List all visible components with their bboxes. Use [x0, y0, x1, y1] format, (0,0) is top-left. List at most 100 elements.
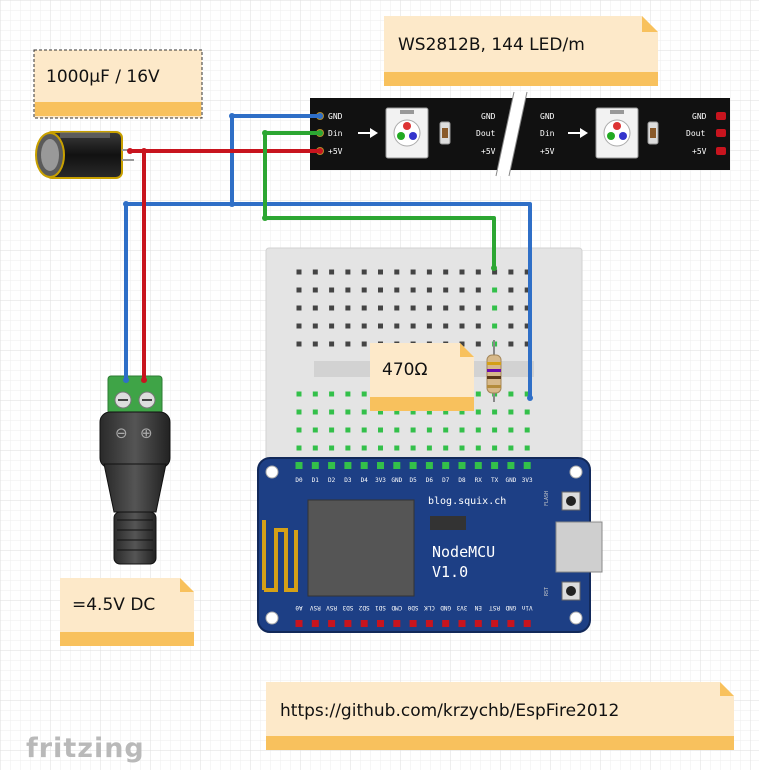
breadboard-hole	[410, 409, 416, 415]
breadboard-hole	[475, 323, 481, 329]
breadboard-hole	[361, 305, 367, 311]
nodemcu-top-pin-label: D7	[442, 477, 450, 484]
breadboard-hole	[410, 445, 416, 451]
breadboard-hole	[492, 305, 498, 311]
note-capacitor-text: 1000µF / 16V	[46, 67, 160, 87]
nodemcu-bottom-pin-label: SD3	[342, 604, 353, 611]
strip-pin-gnd-mid-out: GND	[481, 112, 496, 121]
nodemcu-pin	[409, 462, 417, 469]
breadboard-hole	[443, 323, 449, 329]
breadboard-hole	[394, 427, 400, 433]
note-strip: WS2812B, 144 LED/m	[384, 16, 658, 86]
nodemcu-pin	[377, 620, 384, 627]
breadboard-hole	[459, 269, 465, 275]
breadboard-hole	[312, 323, 318, 329]
breadboard-hole	[426, 269, 432, 275]
breadboard-hole	[345, 305, 351, 311]
nodemcu-top-pin-label: GND	[391, 477, 402, 484]
nodemcu-top-pin-label: D4	[361, 477, 369, 484]
breadboard-hole	[492, 269, 498, 275]
antenna-trace	[262, 520, 298, 592]
breadboard-hole	[329, 341, 335, 347]
strip-pin-gnd-left: GND	[328, 112, 343, 121]
nodemcu-bottom-pin-label: CMD	[391, 604, 402, 611]
breadboard-hole	[508, 391, 514, 397]
note-resistor-text: 470Ω	[382, 360, 427, 380]
breadboard-hole	[459, 341, 465, 347]
breadboard-hole	[296, 445, 302, 451]
breadboard-hole	[443, 409, 449, 415]
breadboard-hole	[508, 427, 514, 433]
capacitor	[35, 131, 134, 179]
breadboard-hole	[443, 287, 449, 293]
breadboard-hole	[524, 323, 530, 329]
nodemcu-pin	[458, 620, 466, 627]
nodemcu-pin	[523, 462, 531, 469]
breadboard-hole	[524, 287, 530, 293]
nodemcu-pin	[311, 462, 319, 469]
breadboard-hole	[345, 287, 351, 293]
breadboard-hole	[443, 269, 449, 275]
strip-pin-5v-left: +5V	[328, 147, 343, 156]
rst-label: RST	[544, 587, 550, 596]
breadboard-hole	[394, 269, 400, 275]
breadboard-holes-bottom	[296, 391, 530, 451]
breadboard-hole	[329, 427, 335, 433]
breadboard-hole	[345, 391, 351, 397]
breadboard-hole	[296, 391, 302, 397]
strip-pin-gnd-right: GND	[692, 112, 707, 121]
nodemcu-top-pin-label: RX	[475, 477, 483, 484]
breadboard-hole	[508, 409, 514, 415]
breadboard-hole	[394, 409, 400, 415]
breadboard-hole	[378, 445, 383, 451]
nodemcu-bottom-pin-label: SD1	[375, 604, 386, 611]
breadboard-hole	[312, 445, 318, 451]
breadboard-hole	[312, 287, 318, 293]
breadboard-hole	[459, 323, 465, 329]
strip-pin-5v-right: +5V	[692, 147, 707, 156]
breadboard-hole	[296, 269, 302, 275]
note-resistor: 470Ω	[370, 343, 474, 411]
dc-jack: ⊖ ⊕	[99, 375, 171, 565]
board-site-label: blog.squix.ch	[428, 496, 506, 507]
breadboard-hole	[426, 323, 432, 329]
nodemcu-top-pin-label: D0	[295, 477, 303, 484]
note-strip-text: WS2812B, 144 LED/m	[398, 35, 585, 55]
nodemcu-pin	[507, 462, 515, 469]
breadboard-hole	[524, 445, 530, 451]
breadboard-hole	[361, 445, 367, 451]
wires	[123, 113, 533, 401]
breadboard-hole	[426, 427, 432, 433]
breadboard-hole	[443, 305, 449, 311]
breadboard-hole	[378, 287, 383, 293]
breadboard-hole	[345, 269, 351, 275]
strip-pin-din-left: Din	[328, 129, 343, 138]
breadboard-hole	[329, 445, 335, 451]
jack-minus-label: ⊖	[115, 424, 128, 442]
note-power-text: =4.5V DC	[72, 595, 155, 615]
breadboard-hole	[508, 287, 514, 293]
breadboard-hole	[459, 409, 465, 415]
breadboard-hole	[361, 409, 367, 415]
nodemcu-bottom-pin-label: RSV	[309, 604, 320, 611]
breadboard-hole	[508, 445, 514, 451]
breadboard-hole	[312, 409, 318, 415]
breadboard-hole	[378, 269, 383, 275]
nodemcu-pin	[328, 462, 336, 469]
note-capacitor: 1000µF / 16V	[33, 49, 203, 119]
nodemcu-top-pin-label: D2	[328, 477, 336, 484]
breadboard-hole	[492, 409, 498, 415]
breadboard-hole	[312, 305, 318, 311]
breadboard-hole	[492, 287, 498, 293]
usb-port	[555, 521, 603, 573]
resistor	[486, 340, 502, 402]
nodemcu-bottom-pin-label: SD2	[358, 604, 369, 611]
breadboard-hole	[312, 269, 318, 275]
breadboard-hole	[410, 287, 416, 293]
strip-right-pads	[716, 112, 726, 155]
nodemcu-pin	[474, 620, 482, 627]
strip-pin-dout-mid: Dout	[476, 129, 495, 138]
nodemcu-pin	[474, 462, 482, 469]
breadboard-hole	[394, 323, 400, 329]
breadboard-hole	[345, 409, 351, 415]
